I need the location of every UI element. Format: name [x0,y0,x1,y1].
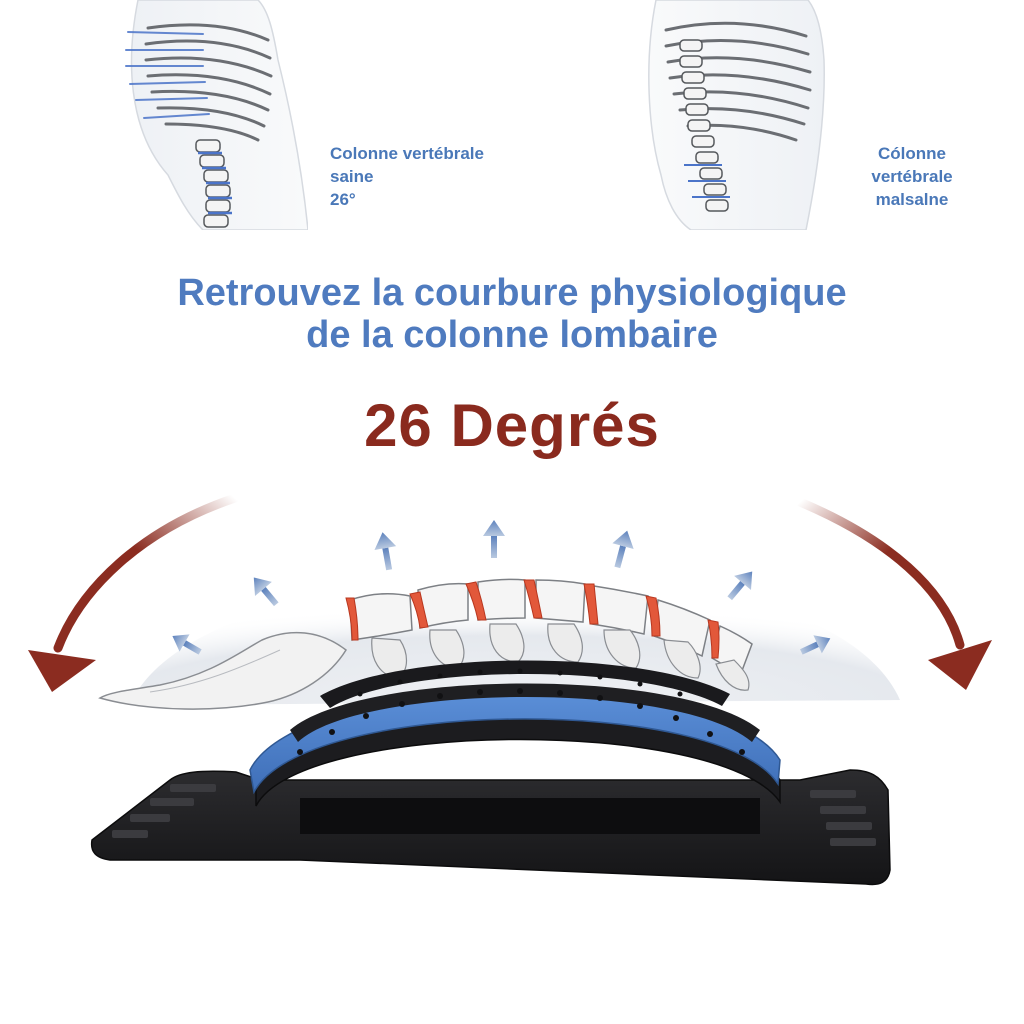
degrees-heading: 26 Degrés [364,392,660,459]
healthy-caption-line-3: 26° [330,190,356,209]
headline-line-2: de la colonne lombaire [306,314,718,356]
healthy-spine-caption: Colonne vertébrale saine 26° [330,142,484,211]
stretch-arrow-icon [253,577,279,607]
stretch-arrow-icon [612,530,634,569]
headline: Retrouvez la courbure physiologique de l… [0,272,1024,356]
lumbar-spine-illustration [98,578,753,710]
stretch-arrow-icon [727,571,753,601]
healthy-spine-illustration [125,0,308,230]
unhealthy-caption-line-1: Cólonne [878,144,946,163]
stretch-illustration [28,493,992,886]
curved-arrow-left-icon [28,493,240,692]
stretch-arrows [172,520,831,655]
back-stretcher-device [90,660,891,886]
stretch-arrow-icon [800,635,831,655]
unhealthy-caption-line-3: malsalne [875,190,949,209]
healthy-caption-line-1: Colonne vertébrale [330,144,484,163]
unhealthy-spine-illustration [648,0,825,230]
stretch-arrow-icon [483,520,505,558]
unhealthy-spine-caption: Cólonne vertébrale malsalne [842,142,982,211]
headline-line-1: Retrouvez la courbure physiologique [177,272,847,314]
curved-arrow-right-icon [795,497,992,690]
unhealthy-caption-line-2: vertébrale [871,167,953,186]
stretch-arrow-icon [172,634,202,655]
stretch-arrow-icon [374,532,397,571]
healthy-caption-line-2: saine [330,167,374,186]
